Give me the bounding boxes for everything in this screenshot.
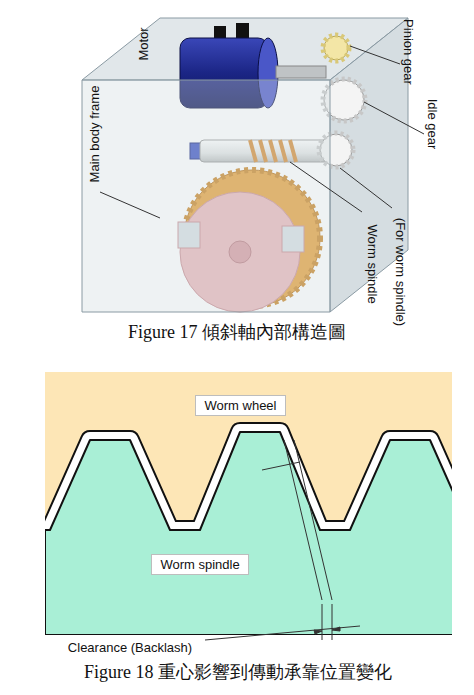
leader-lines xyxy=(100,46,424,218)
part-label: Worm spindle xyxy=(365,224,380,303)
main-body-frame-front xyxy=(82,80,330,312)
part-label: Pinion gear xyxy=(401,19,416,85)
dimension-label: Clearance (Backlash) xyxy=(68,640,192,655)
figure-caption: Figure 17 傾斜軸內部構造圖 xyxy=(128,320,346,344)
clearance-dimension xyxy=(205,604,360,640)
figure-caption: Figure 18 重心影響到傳動承靠位置變化 xyxy=(84,660,392,684)
part-label: Idle gear xyxy=(425,99,440,150)
box-label: Worm spindle xyxy=(160,557,239,572)
part-label: (For worm spindle) xyxy=(393,218,408,326)
part-label: Motor xyxy=(136,27,151,60)
label-box: Worm wheel xyxy=(195,395,286,416)
part-label: Main body frame xyxy=(87,86,102,183)
box-label: Worm wheel xyxy=(204,398,276,413)
main-body-frame xyxy=(82,18,408,312)
label-box: Worm spindle xyxy=(151,554,249,575)
tooth-contact-figure xyxy=(45,372,452,635)
